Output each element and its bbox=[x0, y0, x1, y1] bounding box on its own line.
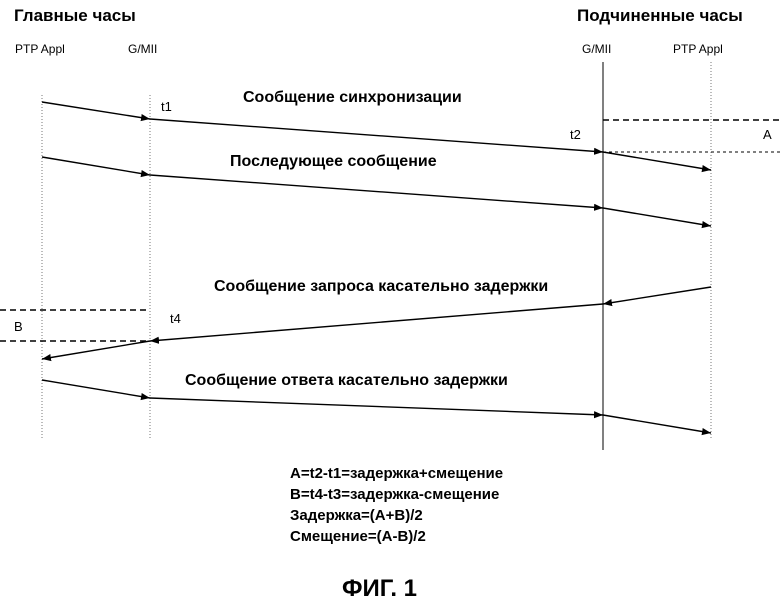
followup-message-label: Последующее сообщение bbox=[230, 154, 437, 170]
delayresp-arrow-2 bbox=[150, 398, 603, 415]
sync-arrow-2 bbox=[150, 119, 603, 152]
delay-response-message-label: Сообщение ответа касательно задержки bbox=[185, 373, 508, 389]
formula-a: A=t2-t1=задержка+смещение bbox=[290, 464, 503, 484]
slave-gmii-label: G/MII bbox=[582, 43, 611, 55]
interval-b-label: B bbox=[14, 320, 23, 333]
slave-ptp-appl-label: PTP Appl bbox=[673, 43, 723, 55]
delayreq-arrow-2 bbox=[150, 304, 603, 341]
timestamp-t1: t1 bbox=[161, 100, 172, 113]
sync-message-label: Сообщение синхронизации bbox=[243, 90, 462, 106]
interval-a-label: A bbox=[763, 128, 772, 141]
followup-arrow-2 bbox=[150, 175, 603, 208]
master-gmii-label: G/MII bbox=[128, 43, 157, 55]
sync-arrow-3 bbox=[603, 152, 711, 170]
followup-arrow-3 bbox=[603, 208, 711, 226]
formula-delay: Задержка=(A+B)/2 bbox=[290, 506, 423, 526]
formula-b: B=t4-t3=задержка-смещение bbox=[290, 485, 499, 505]
master-ptp-appl-label: PTP Appl bbox=[15, 43, 65, 55]
followup-arrow-1 bbox=[42, 157, 150, 175]
sync-arrow-1 bbox=[42, 102, 150, 119]
delayresp-arrow-1 bbox=[42, 380, 150, 398]
timestamp-t2: t2 bbox=[570, 128, 581, 141]
delay-request-message-label: Сообщение запроса касательно задержки bbox=[214, 279, 548, 295]
delayreq-arrow-3 bbox=[42, 341, 150, 359]
figure-caption: ФИГ. 1 bbox=[342, 577, 417, 601]
delayresp-arrow-3 bbox=[603, 415, 711, 433]
formula-offset: Смещение=(A-B)/2 bbox=[290, 527, 426, 547]
master-clock-header: Главные часы bbox=[14, 7, 136, 24]
delayreq-arrow-1 bbox=[603, 287, 711, 304]
timestamp-t4: t4 bbox=[170, 312, 181, 325]
slave-clock-header: Подчиненные часы bbox=[577, 7, 743, 24]
